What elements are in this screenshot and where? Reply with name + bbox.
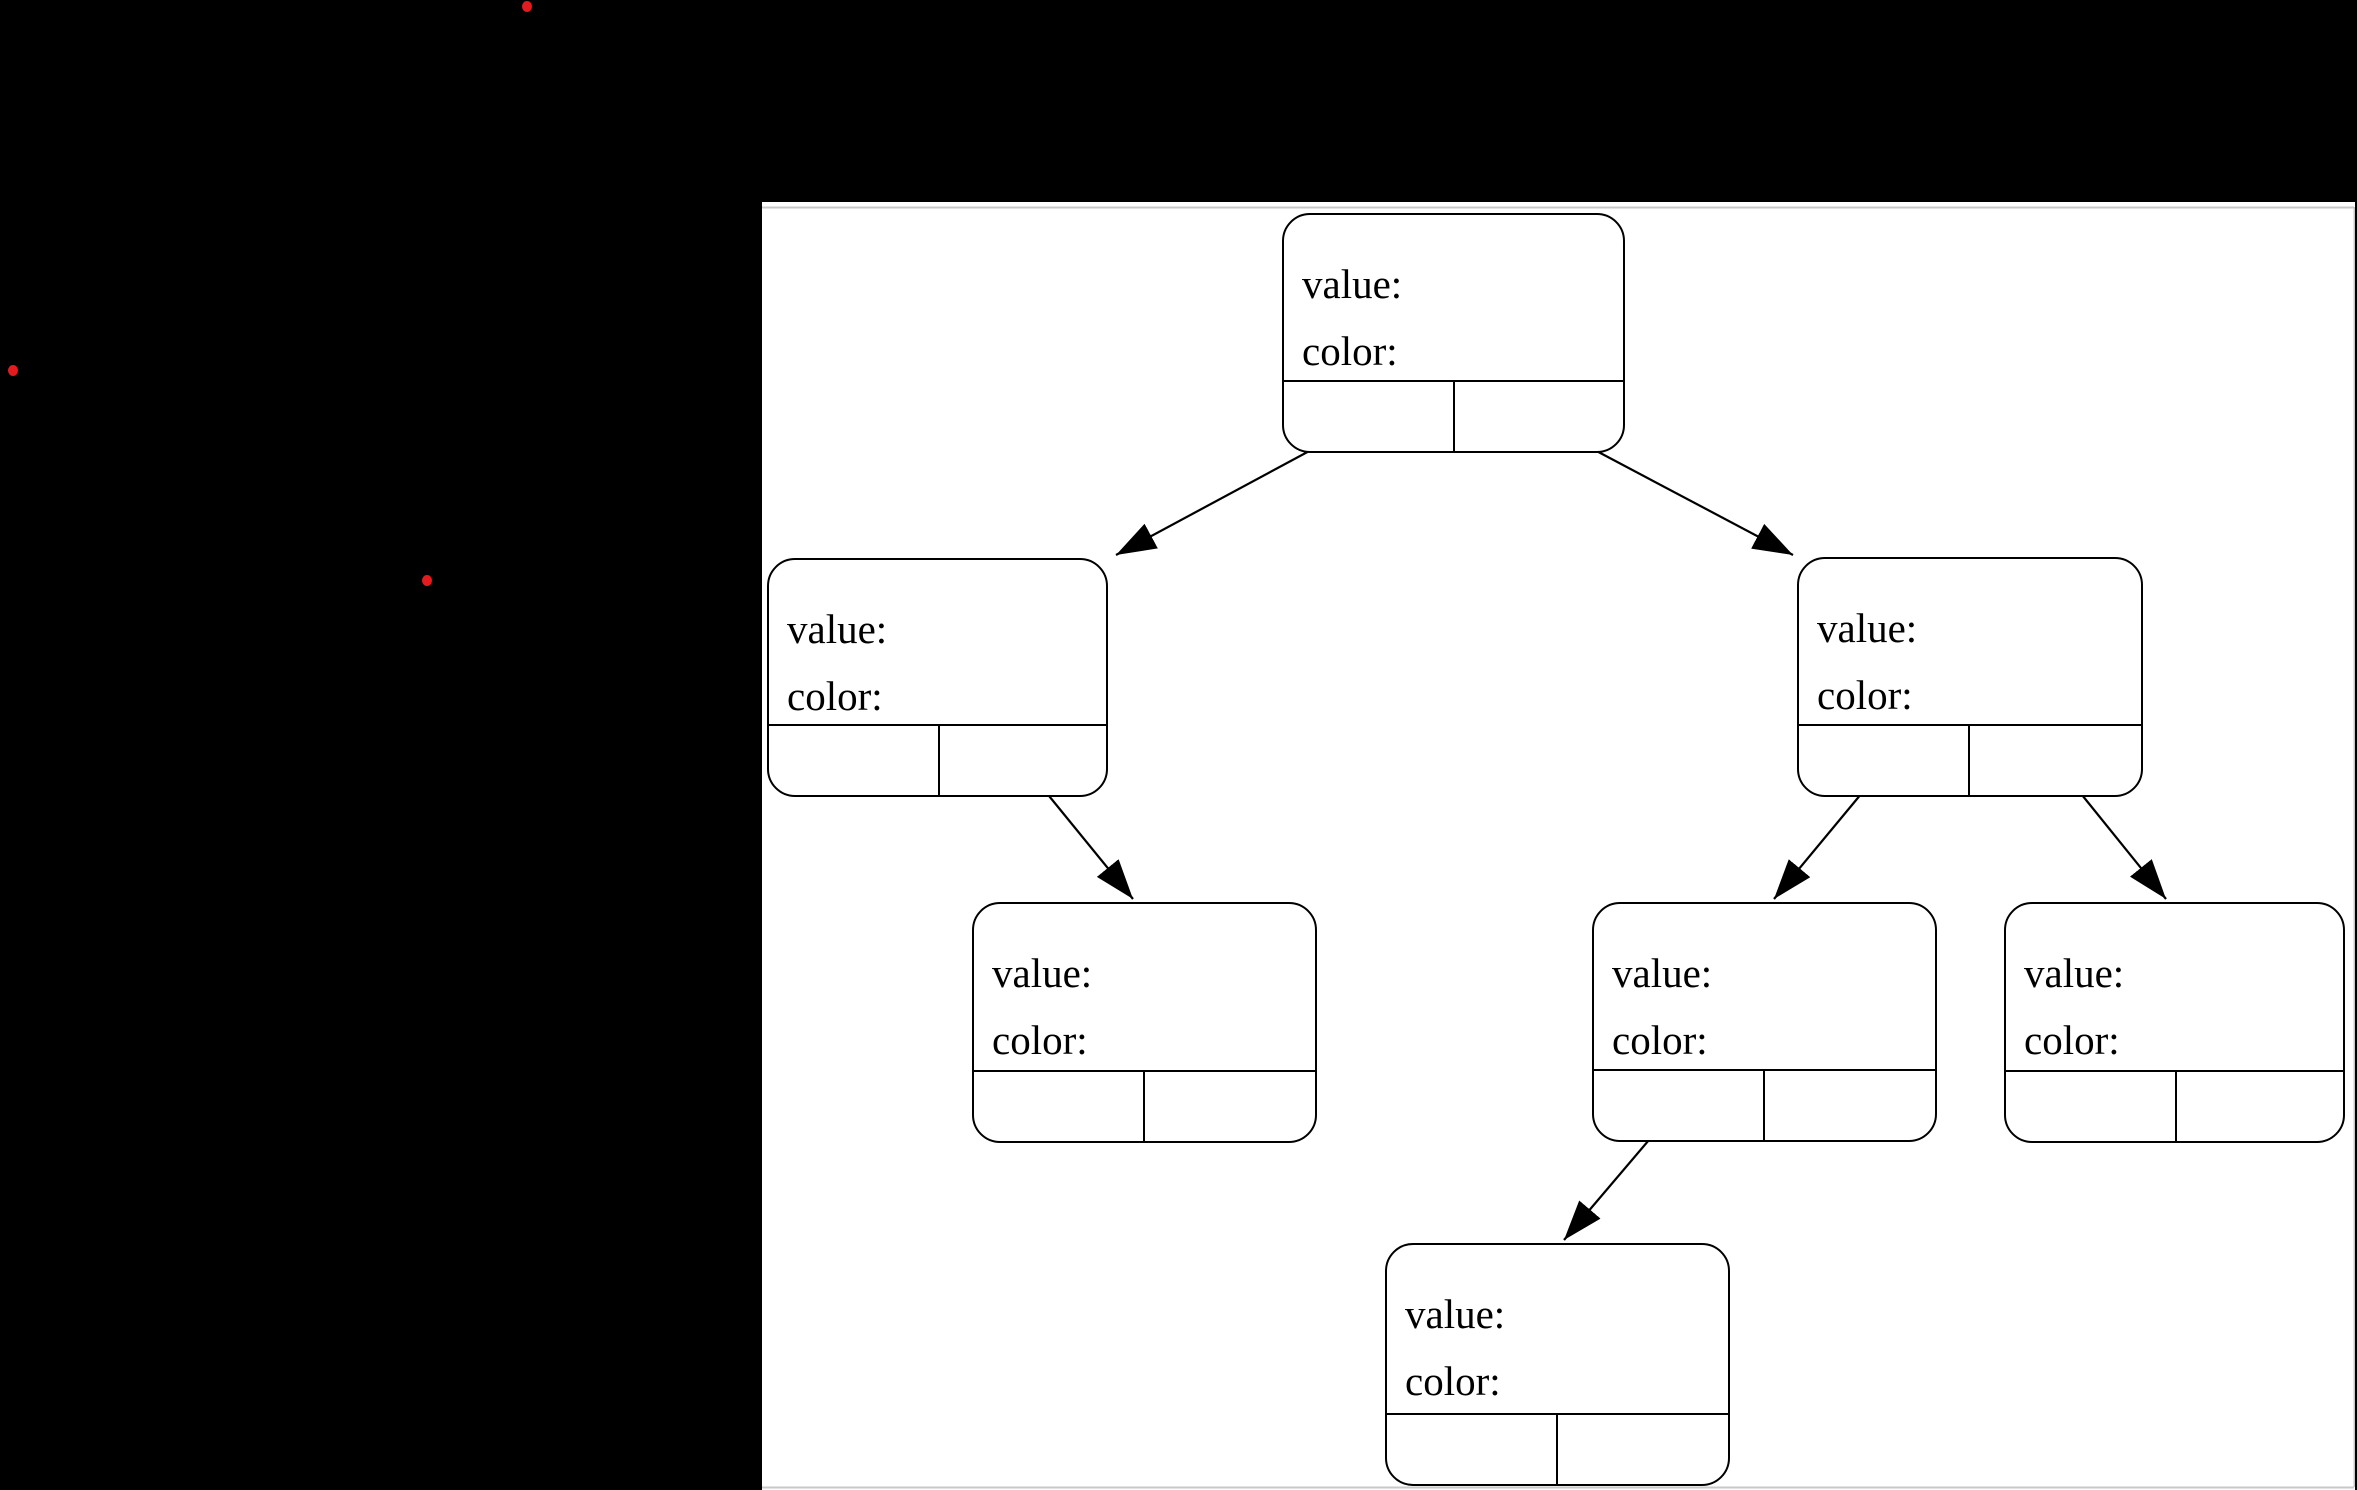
node-value-label: value: — [1612, 950, 1713, 996]
node-text-block: value: color: — [974, 904, 1315, 1074]
node-color-label: color: — [1817, 672, 1913, 718]
node-value-label: value: — [2024, 950, 2125, 996]
tree-node-right-right: value: color: — [2004, 902, 2345, 1143]
right-pointer-cell — [940, 726, 1106, 795]
right-pointer-cell — [2177, 1072, 2343, 1141]
node-color-label: color: — [2024, 1017, 2120, 1063]
right-pointer-cell — [1765, 1071, 1935, 1140]
right-pointer-cell — [1558, 1415, 1728, 1484]
left-pointer-cell — [1387, 1415, 1558, 1484]
tree-node-right: value: color: — [1797, 557, 2143, 797]
red-pointer-dot-3 — [422, 575, 432, 586]
node-text-block: value: color: — [1284, 215, 1623, 385]
right-pointer-cell — [1455, 382, 1623, 451]
pointer-row — [1799, 724, 2141, 795]
tree-node-right-left: value: color: — [1592, 902, 1937, 1142]
pointer-row — [2006, 1070, 2343, 1141]
node-color-label: color: — [1302, 328, 1398, 374]
pointer-row — [769, 724, 1106, 795]
node-color-label: color: — [992, 1017, 1088, 1063]
node-value-label: value: — [992, 950, 1093, 996]
right-pointer-cell — [1145, 1072, 1315, 1141]
tree-node-root: value: color: — [1282, 213, 1625, 453]
pointer-row — [1284, 380, 1623, 451]
left-pointer-cell — [769, 726, 940, 795]
left-pointer-cell — [2006, 1072, 2177, 1141]
left-pointer-cell — [974, 1072, 1145, 1141]
node-text-block: value: color: — [1387, 1245, 1728, 1415]
left-pointer-cell — [1284, 382, 1455, 451]
node-text-block: value: color: — [2006, 904, 2343, 1074]
node-value-label: value: — [1405, 1291, 1506, 1337]
left-pointer-cell — [1594, 1071, 1765, 1140]
right-pointer-cell — [1970, 726, 2141, 795]
red-pointer-dot-2 — [8, 365, 18, 376]
pointer-row — [1387, 1413, 1728, 1484]
red-pointer-dot-1 — [522, 1, 532, 12]
pointer-row — [974, 1070, 1315, 1141]
tree-node-left: value: color: — [767, 558, 1108, 797]
node-color-label: color: — [1405, 1358, 1501, 1404]
node-color-label: color: — [1612, 1017, 1708, 1063]
pointer-row — [1594, 1069, 1935, 1140]
node-text-block: value: color: — [1799, 559, 2141, 729]
node-color-label: color: — [787, 673, 883, 719]
node-text-block: value: color: — [769, 560, 1106, 730]
left-pointer-cell — [1799, 726, 1970, 795]
tree-node-left-right: value: color: — [972, 902, 1317, 1143]
node-value-label: value: — [1817, 605, 1918, 651]
node-text-block: value: color: — [1594, 904, 1935, 1074]
tree-node-right-left-left: value: color: — [1385, 1243, 1730, 1486]
node-value-label: value: — [1302, 261, 1403, 307]
node-value-label: value: — [787, 606, 888, 652]
